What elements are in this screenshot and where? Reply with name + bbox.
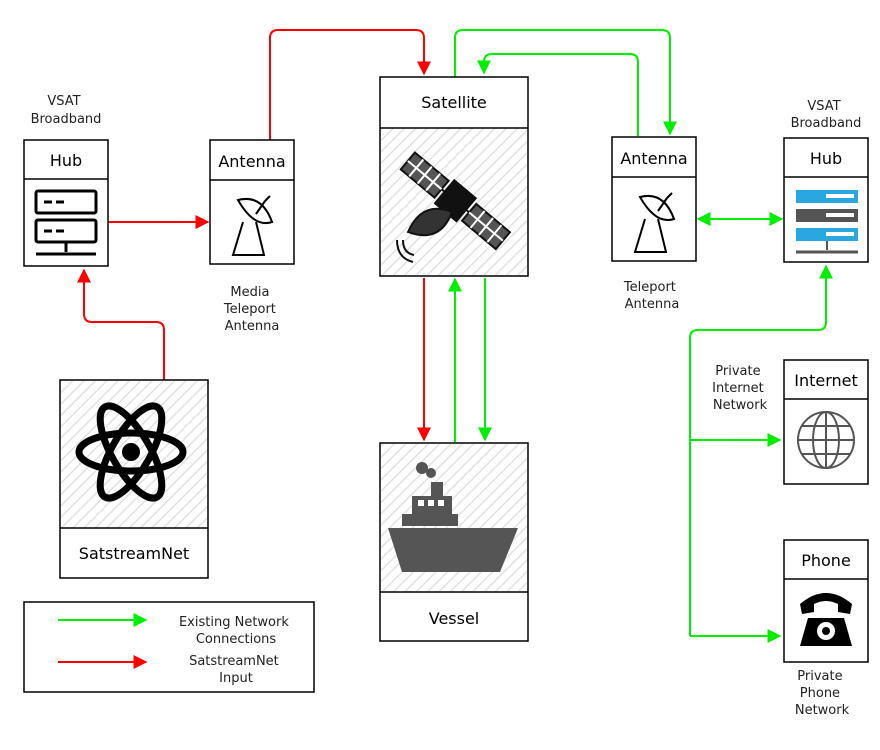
connections bbox=[77, 29, 833, 643]
legend-input-label: SatstreamNet Input bbox=[189, 654, 283, 686]
hub-right-node: VSAT Broadband Hub bbox=[783, 99, 869, 263]
vsat-left-label: VSAT Broadband bbox=[31, 94, 102, 127]
hub-left-node: VSAT Broadband Hub bbox=[23, 94, 109, 267]
server-stack-icon bbox=[796, 190, 858, 254]
hub-right-title: Hub bbox=[810, 149, 842, 168]
satellite-title: Satellite bbox=[421, 93, 487, 112]
antenna-right-node: Antenna Teleport Antenna bbox=[611, 136, 697, 312]
internet-title: Internet bbox=[794, 371, 858, 390]
hub-left-title: Hub bbox=[50, 151, 82, 170]
satellite-dish-icon bbox=[633, 192, 676, 253]
red-antenna-to-satellite bbox=[269, 29, 431, 140]
teleport-label: Teleport Antenna bbox=[623, 280, 680, 312]
atom-icon bbox=[75, 402, 187, 502]
private-phone-label: Private Phone Network bbox=[795, 669, 850, 718]
private-internet-label: Private Internet Network bbox=[712, 364, 768, 413]
server-rack-icon bbox=[34, 189, 98, 256]
satellite-icon bbox=[396, 151, 512, 263]
green-antenna-to-satellite bbox=[477, 53, 639, 136]
satellite-node: Satellite bbox=[379, 76, 529, 277]
internet-node: Private Internet Network Internet bbox=[712, 359, 869, 485]
globe-icon bbox=[797, 411, 855, 469]
green-hub-bus bbox=[689, 264, 833, 636]
ship-icon bbox=[388, 462, 518, 572]
antenna-left-title: Antenna bbox=[218, 152, 285, 171]
phone-title: Phone bbox=[801, 551, 851, 570]
satstreamnet-title: SatstreamNet bbox=[79, 544, 189, 563]
satstreamnet-node: SatstreamNet bbox=[59, 379, 209, 579]
phone-node: Phone Private Phone Network bbox=[783, 539, 869, 718]
vessel-node: Vessel bbox=[379, 442, 529, 642]
legend: Existing Network Connections SatstreamNe… bbox=[23, 601, 315, 693]
satellite-dish-icon bbox=[231, 195, 274, 256]
vessel-title: Vessel bbox=[429, 609, 480, 628]
antenna-left-node: Antenna Media Teleport Antenna bbox=[209, 139, 295, 334]
red-satstreamnet-to-hub bbox=[77, 268, 165, 380]
vsat-right-label: VSAT Broadband bbox=[791, 99, 862, 131]
rotary-phone-icon bbox=[800, 593, 852, 646]
media-teleport-label: Media Teleport Antenna bbox=[223, 285, 280, 334]
legend-existing-label: Existing Network Connections bbox=[179, 615, 293, 647]
green-satellite-to-antenna bbox=[454, 29, 677, 136]
antenna-right-title: Antenna bbox=[620, 149, 687, 168]
